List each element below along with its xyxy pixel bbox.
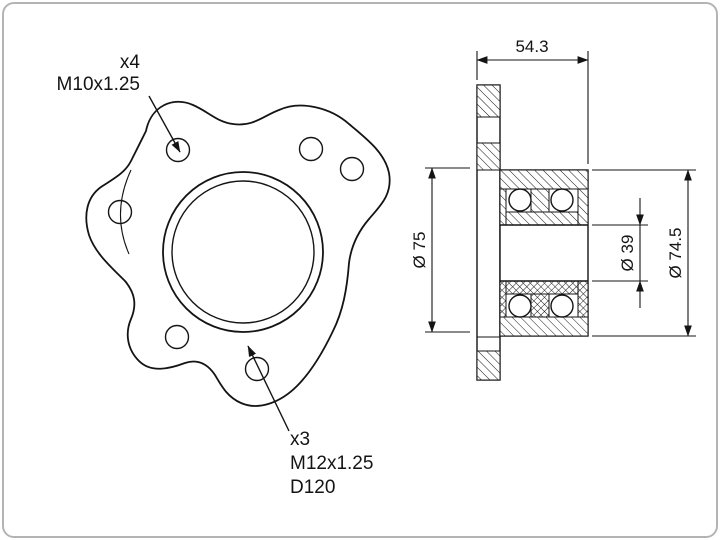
flange-plate-section (476, 84, 501, 381)
flange-fillet-line (119, 169, 132, 255)
bolt-hole (244, 356, 270, 382)
hatch-region (577, 188, 589, 226)
dimensions: 54.3 Ø 75 Ø 39 Ø 74.5 (410, 37, 696, 337)
leader-line-top-bolt (148, 95, 181, 153)
annotations: x4 M10x1.25 x3 M12x1.25 D120 (57, 52, 374, 498)
bolt-note-bottom-thread: M12x1.25 (290, 453, 373, 474)
bolt-note-top-thread: M10x1.25 (57, 74, 140, 95)
bore-lines (500, 224, 588, 282)
bearing-ball (508, 294, 532, 318)
bearing-ball (508, 188, 532, 212)
bolt-note-bottom-pcd: D120 (290, 477, 335, 498)
flange-outline (85, 100, 391, 407)
pilot-circle-outer (162, 171, 324, 333)
hatch-region (476, 142, 501, 171)
bolt-hole (339, 156, 365, 182)
bearing-ball (550, 188, 574, 212)
flange-bolt-hole-lines (477, 116, 500, 352)
seal-hatch-region (577, 280, 589, 318)
hatch-region (476, 84, 501, 118)
hatch-region (476, 350, 501, 381)
extension-lines-width (476, 51, 589, 164)
front-view (85, 100, 391, 407)
bolt-hole (107, 199, 133, 225)
hatch-region (499, 188, 507, 226)
bolt-hole (298, 136, 324, 162)
pilot-circle-inner (171, 180, 315, 324)
dimension-flange-diameter: Ø 75 (410, 232, 429, 269)
extension-lines-hub-dia (592, 169, 696, 337)
hatch-region (530, 188, 550, 213)
bolt-hole (165, 137, 191, 163)
seal-hatch-region (499, 280, 507, 318)
bearing-ball (550, 294, 574, 318)
bolt-hole (164, 324, 190, 350)
seal-hatch-region (530, 293, 550, 318)
dimension-hub-diameter: Ø 74.5 (666, 227, 685, 278)
bolt-note-top-count: x4 (120, 52, 141, 73)
hatch-region (499, 316, 589, 337)
dimension-width: 54.3 (515, 37, 548, 56)
leader-line-bottom-bolt (247, 345, 290, 432)
dimension-bore-diameter: Ø 39 (618, 235, 637, 272)
hatch-region (499, 169, 589, 190)
bolt-note-bottom-count: x3 (290, 429, 310, 450)
seal-hatch-region (505, 280, 579, 295)
hatch-region (505, 211, 579, 226)
section-view (476, 84, 589, 381)
